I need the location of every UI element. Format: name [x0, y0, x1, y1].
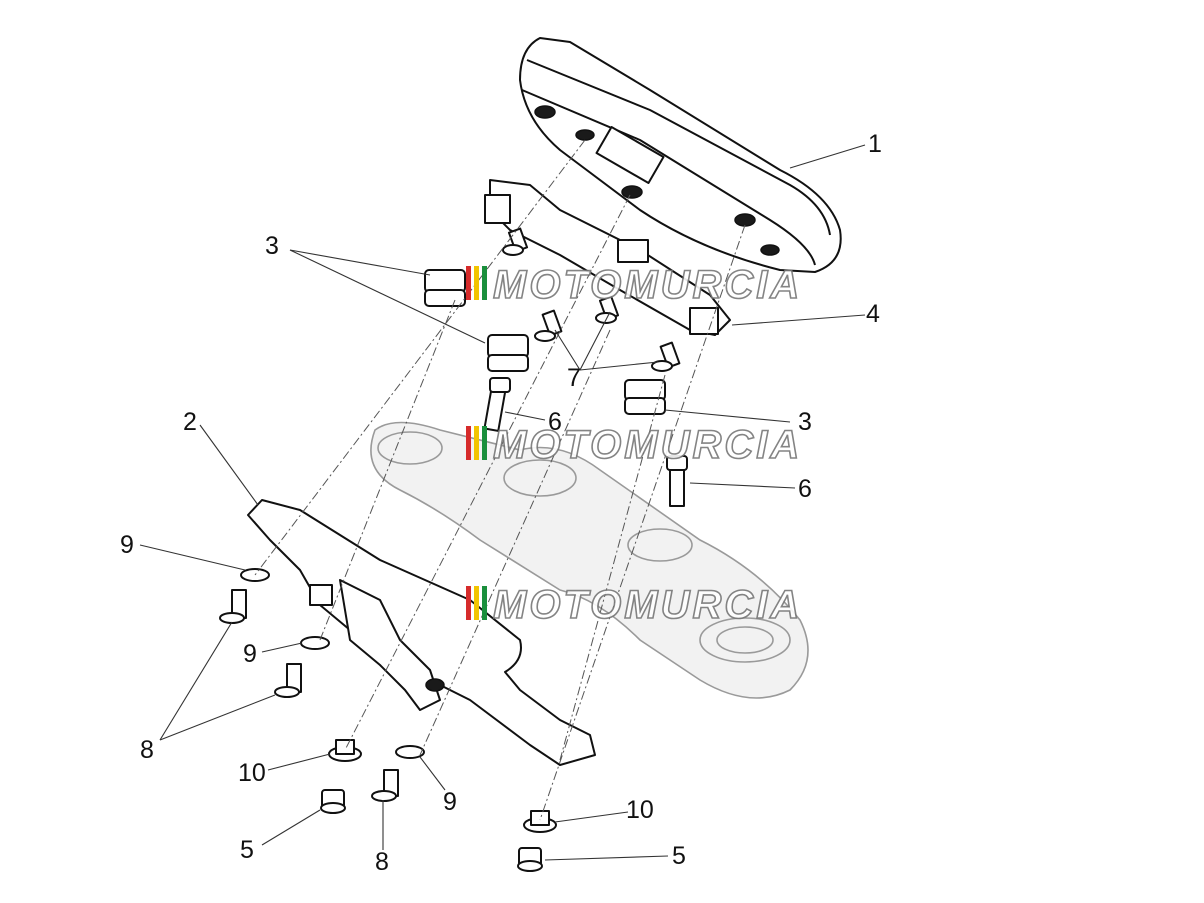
callout-2: 2 [183, 408, 197, 436]
callout-3b: 3 [798, 408, 812, 436]
nut-5b [517, 847, 543, 872]
watermark-3: MOTOMURCIA [466, 582, 802, 628]
screw-7d [502, 227, 529, 256]
watermark-2: MOTOMURCIA [466, 422, 802, 468]
bolt-6a [483, 377, 511, 432]
callout-4: 4 [866, 300, 880, 328]
watermark-text-3: MOTOMURCIA [493, 583, 802, 627]
instrument-cluster [519, 37, 842, 273]
callout-8a: 8 [140, 736, 154, 764]
nut-5a [320, 789, 346, 814]
pin-8a [219, 589, 247, 624]
watermark-1: MOTOMURCIA [466, 262, 802, 308]
bolt-6b [666, 455, 688, 507]
pin-8b [274, 663, 302, 698]
callout-9a: 9 [120, 531, 134, 559]
upper-bracket [484, 179, 731, 336]
callout-6b: 6 [798, 475, 812, 503]
screw-7a [534, 309, 563, 342]
callout-9b: 9 [243, 640, 257, 668]
lower-bracket [247, 499, 596, 766]
grommet-3b [487, 334, 529, 372]
flange-nut-10a [328, 739, 362, 762]
pin-8c [371, 769, 399, 802]
grommet-3a [424, 269, 466, 307]
screw-7b [595, 295, 620, 324]
flange-nut-10b [523, 810, 557, 833]
callout-8b: 8 [375, 848, 389, 876]
screw-7c [651, 341, 681, 372]
callout-9c: 9 [443, 788, 457, 816]
leader-lines [139, 144, 866, 861]
watermark-text-1: MOTOMURCIA [493, 263, 802, 307]
callout-3a: 3 [265, 232, 279, 260]
callout-5b: 5 [672, 842, 686, 870]
callout-labels: 1 2 3 3 4 5 5 6 6 7 8 8 9 9 9 10 10 [120, 130, 882, 876]
callout-6a: 6 [548, 408, 562, 436]
washer-9c [395, 745, 425, 759]
watermark-text-2: MOTOMURCIA [493, 423, 802, 467]
triple-clamp-ghost [370, 421, 809, 699]
callout-10a: 10 [238, 759, 266, 787]
callout-5a: 5 [240, 836, 254, 864]
washer-9b [300, 636, 330, 650]
callout-10b: 10 [626, 796, 654, 824]
callout-1: 1 [868, 130, 882, 158]
callout-7: 7 [567, 364, 581, 392]
assembly-axes [254, 139, 746, 821]
